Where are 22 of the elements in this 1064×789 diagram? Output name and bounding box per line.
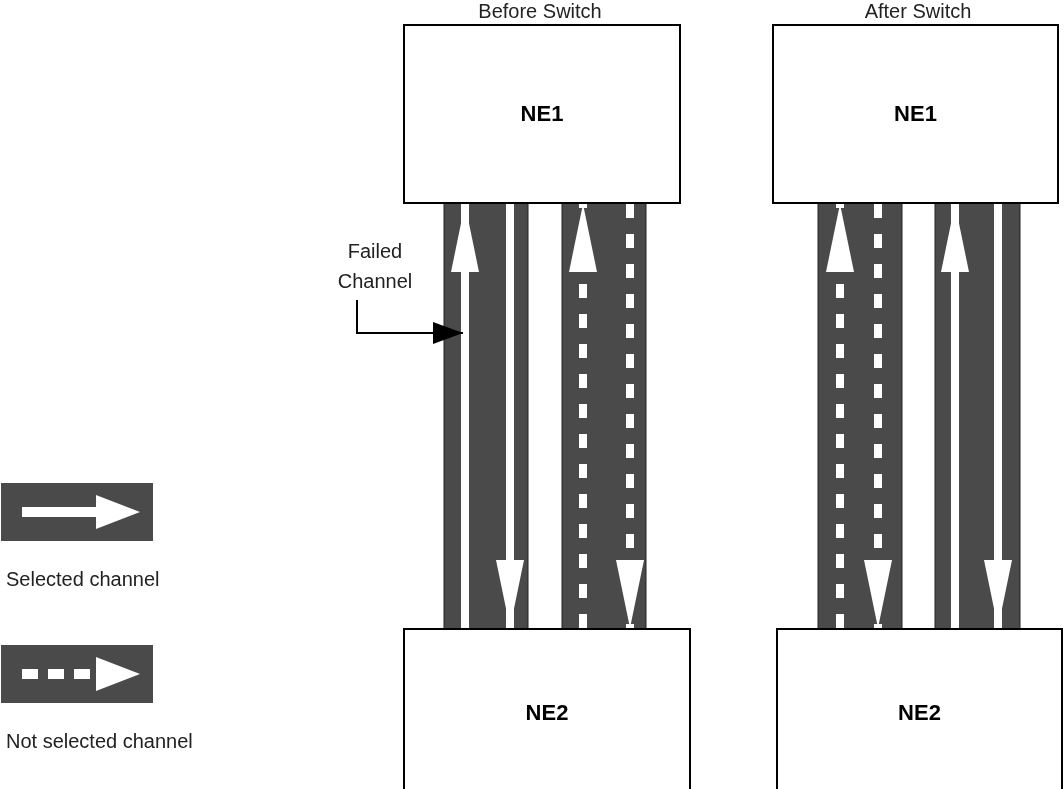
legend-label: Not selected channel [6, 730, 193, 753]
panel-heading: After Switch [864, 0, 972, 23]
node-label: NE2 [525, 700, 569, 726]
arrow [496, 204, 524, 628]
arrow [984, 204, 1012, 628]
legend-label: Selected channel [6, 568, 160, 591]
network-element-box [776, 628, 1063, 789]
arrow [864, 204, 892, 628]
network-element-box [772, 24, 1059, 204]
callout-label: Failed Channel [330, 236, 420, 300]
network-element-box [403, 628, 691, 789]
arrow [616, 204, 644, 628]
node-label: NE2 [898, 700, 941, 726]
arrow [451, 204, 479, 628]
arrow [826, 204, 854, 628]
leader-line [356, 299, 464, 344]
panel-heading: Before Switch [478, 0, 602, 23]
node-label: NE1 [894, 101, 937, 127]
arrow [941, 204, 969, 628]
node-label: NE1 [520, 101, 564, 127]
network-element-box [403, 24, 681, 204]
arrow [569, 204, 597, 628]
